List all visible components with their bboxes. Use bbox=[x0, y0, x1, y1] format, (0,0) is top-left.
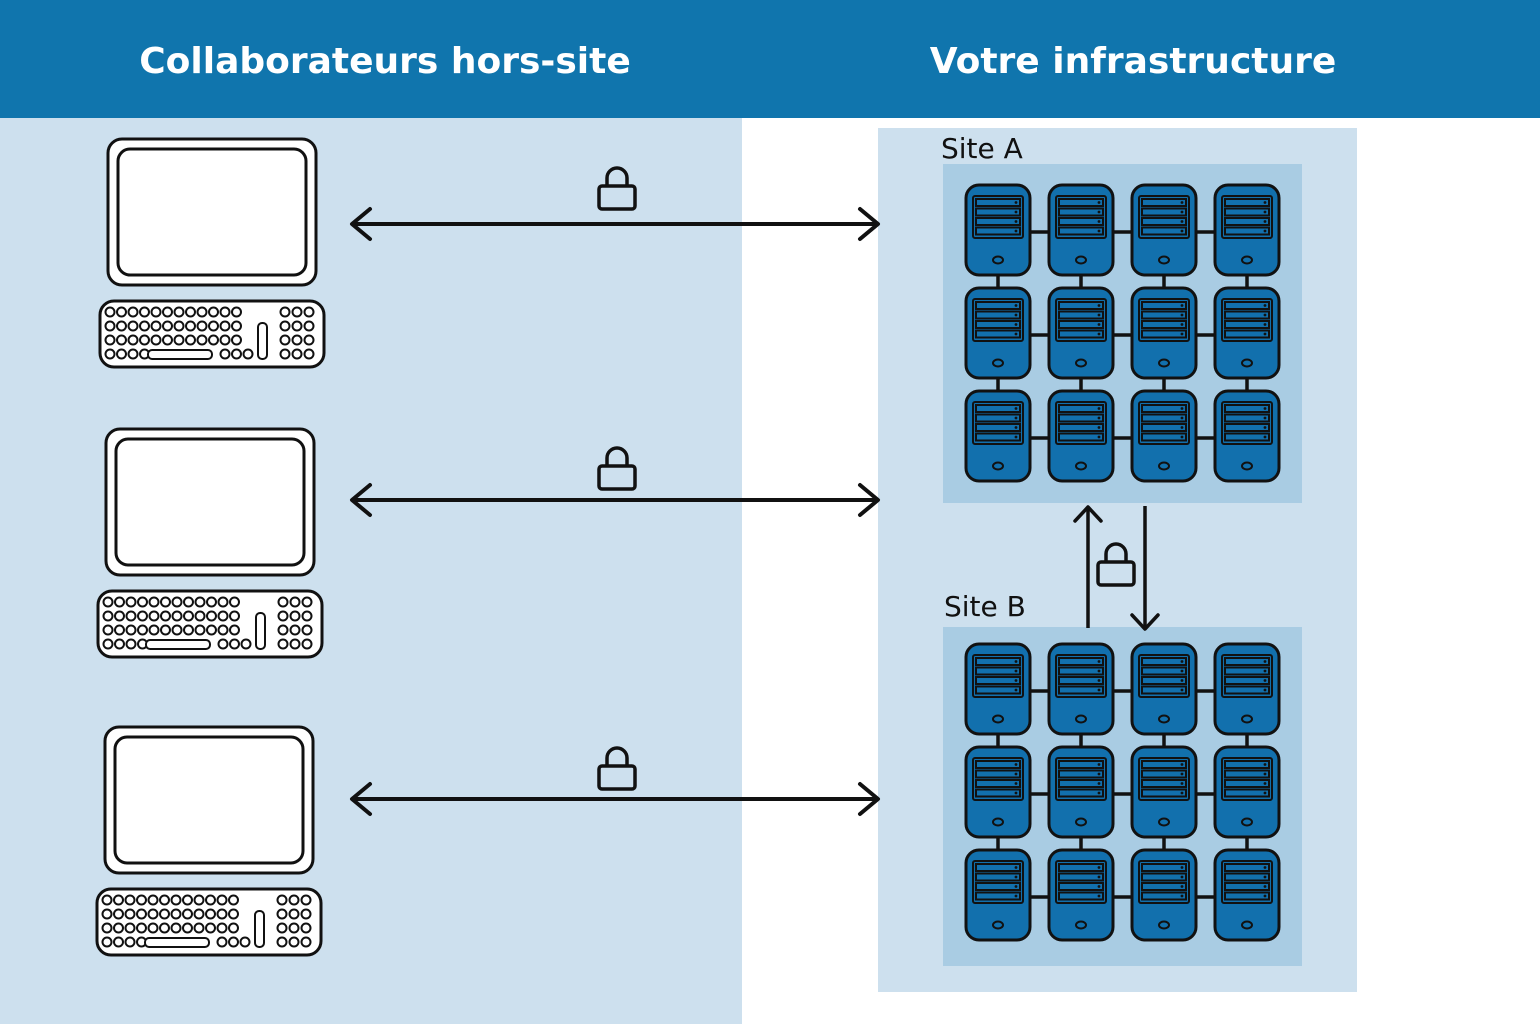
bidirectional-arrow bbox=[350, 483, 880, 517]
computer-icon bbox=[98, 137, 326, 369]
network-links bbox=[996, 689, 1249, 899]
site-b-servers bbox=[964, 642, 1281, 942]
header-bar: Collaborateurs hors-site Votre infrastru… bbox=[0, 0, 1540, 118]
screen bbox=[113, 735, 305, 865]
server-icon bbox=[1047, 183, 1115, 277]
screen bbox=[114, 437, 306, 567]
server-icon bbox=[1130, 389, 1198, 483]
bidirectional-arrow bbox=[350, 782, 880, 816]
lock-icon bbox=[597, 166, 637, 211]
server-icon bbox=[1213, 183, 1281, 277]
lock-icon bbox=[1096, 542, 1136, 587]
server-icon bbox=[1047, 745, 1115, 839]
bidirectional-arrow bbox=[350, 207, 880, 241]
site-a-servers bbox=[964, 183, 1281, 483]
server-icon bbox=[1130, 183, 1198, 277]
server-icon bbox=[1047, 848, 1115, 942]
computer-icon bbox=[96, 427, 324, 659]
server-icon bbox=[1130, 848, 1198, 942]
computer-icon bbox=[95, 725, 323, 957]
network-links bbox=[996, 230, 1249, 440]
server-icon bbox=[1047, 286, 1115, 380]
server-icon bbox=[964, 286, 1032, 380]
server-icon bbox=[1213, 848, 1281, 942]
lock-icon bbox=[597, 446, 637, 491]
site-b-label: Site B bbox=[944, 590, 1026, 623]
server-icon bbox=[964, 183, 1032, 277]
site-a-label: Site A bbox=[941, 132, 1023, 165]
server-icon bbox=[1213, 745, 1281, 839]
server-icon bbox=[1130, 286, 1198, 380]
server-icon bbox=[1047, 642, 1115, 736]
server-icon bbox=[964, 642, 1032, 736]
keyboard-icon bbox=[95, 887, 323, 957]
server-icon bbox=[1213, 389, 1281, 483]
site-to-site-link bbox=[1073, 505, 1160, 631]
server-icon bbox=[1213, 286, 1281, 380]
server-icon bbox=[964, 389, 1032, 483]
server-icon bbox=[964, 848, 1032, 942]
lock-icon bbox=[597, 746, 637, 791]
header-title-offsite: Collaborateurs hors-site bbox=[139, 41, 631, 82]
keyboard-icon bbox=[98, 299, 326, 369]
server-icon bbox=[1130, 642, 1198, 736]
server-icon bbox=[964, 745, 1032, 839]
screen bbox=[116, 147, 308, 277]
server-icon bbox=[1130, 745, 1198, 839]
server-icon bbox=[1047, 389, 1115, 483]
server-icon bbox=[1213, 642, 1281, 736]
header-title-infrastructure: Votre infrastructure bbox=[929, 41, 1337, 82]
keyboard-icon bbox=[96, 589, 324, 659]
